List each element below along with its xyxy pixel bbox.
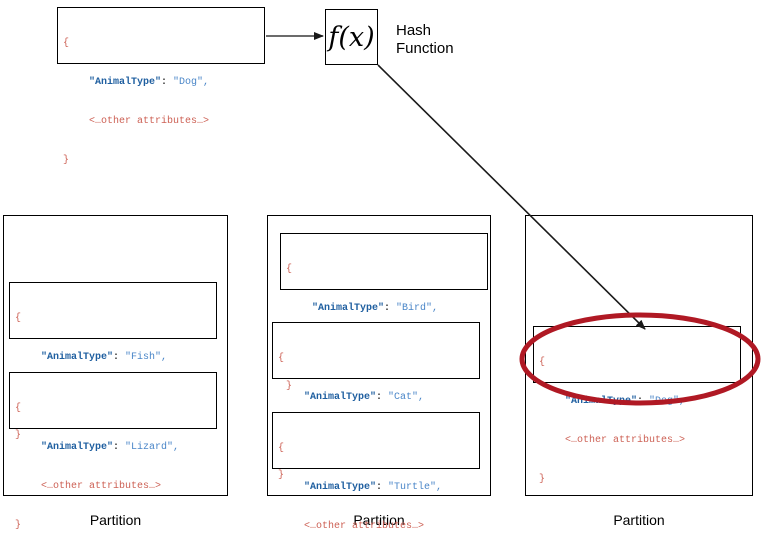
record-box-turtle: { "AnimalType": "Turtle", <…other attrib… (272, 412, 480, 532)
partition-label-2: Partition (353, 512, 405, 528)
record-box-cat: { "AnimalType": "Cat", <…other attribute… (272, 322, 480, 481)
record-colon: : (637, 396, 644, 407)
record-attrs: <…other attributes…> (565, 435, 686, 446)
record-value: "Turtle", (388, 482, 443, 493)
partition-label-1: Partition (89, 512, 142, 528)
source-record-open-brace: { (63, 38, 70, 49)
record-close-brace: } (15, 520, 22, 531)
record-key-line: "AnimalType": "Turtle", (278, 481, 474, 494)
source-record-key-line: "AnimalType": "Dog", (63, 76, 259, 89)
record-colon: : (376, 482, 383, 493)
record-open-brace: { (278, 443, 285, 454)
record-attrs: <…other attributes…> (41, 481, 162, 492)
record-value: "Fish", (125, 352, 168, 363)
record-key: "AnimalType" (304, 482, 377, 493)
partition-label-3: Partition (613, 512, 665, 528)
record-key: "AnimalType" (41, 442, 114, 453)
record-close-brace: } (278, 470, 285, 481)
record-colon: : (113, 442, 120, 453)
record-key: "AnimalType" (565, 396, 638, 407)
record-box-bird: { "AnimalType": "Bird", <…other attribut… (280, 233, 488, 392)
hash-function-caption: Hash Function (396, 22, 454, 57)
record-close-brace: } (15, 430, 22, 441)
record-close-brace: } (286, 381, 293, 392)
record-open-brace: { (15, 403, 22, 414)
record-value: "Bird", (396, 303, 439, 314)
record-key-line: "AnimalType": "Dog", (539, 395, 735, 408)
record-colon: : (384, 303, 391, 314)
hash-function-box: f(x) (325, 9, 378, 65)
record-value: "Lizard", (125, 442, 180, 453)
partition-box-1 (3, 215, 228, 496)
record-key-line: "AnimalType": "Bird", (286, 302, 482, 315)
record-box-dog: { "AnimalType": "Dog", <…other attribute… (533, 326, 741, 485)
source-record-colon: : (161, 77, 168, 88)
record-key-line: "AnimalType": "Cat", (278, 391, 474, 404)
record-open-brace: { (278, 353, 285, 364)
record-colon: : (376, 392, 383, 403)
record-key-line: "AnimalType": "Fish", (15, 351, 211, 364)
source-record-key: "AnimalType" (89, 77, 162, 88)
record-key: "AnimalType" (304, 392, 377, 403)
hash-function-label: f(x) (328, 21, 375, 53)
record-box-lizard: { "AnimalType": "Lizard", <…other attrib… (9, 372, 217, 531)
record-key: "AnimalType" (312, 303, 385, 314)
source-record-close-brace: } (63, 155, 70, 166)
record-open-brace: { (286, 264, 293, 275)
record-open-brace: { (539, 357, 546, 368)
record-value: "Cat", (388, 392, 425, 403)
record-attrs: <…other attributes…> (304, 521, 425, 532)
record-value: "Dog", (649, 396, 686, 407)
source-record-attrs: <…other attributes…> (89, 116, 210, 127)
record-close-brace: } (539, 474, 546, 485)
record-box-fish: { "AnimalType": "Fish", <…other attribut… (9, 282, 217, 441)
record-open-brace: { (15, 313, 22, 324)
record-key-line: "AnimalType": "Lizard", (15, 441, 211, 454)
record-key: "AnimalType" (41, 352, 114, 363)
source-record-box: { "AnimalType": "Dog", <…other attribute… (57, 7, 265, 166)
source-record-value: "Dog", (173, 77, 210, 88)
record-colon: : (113, 352, 120, 363)
